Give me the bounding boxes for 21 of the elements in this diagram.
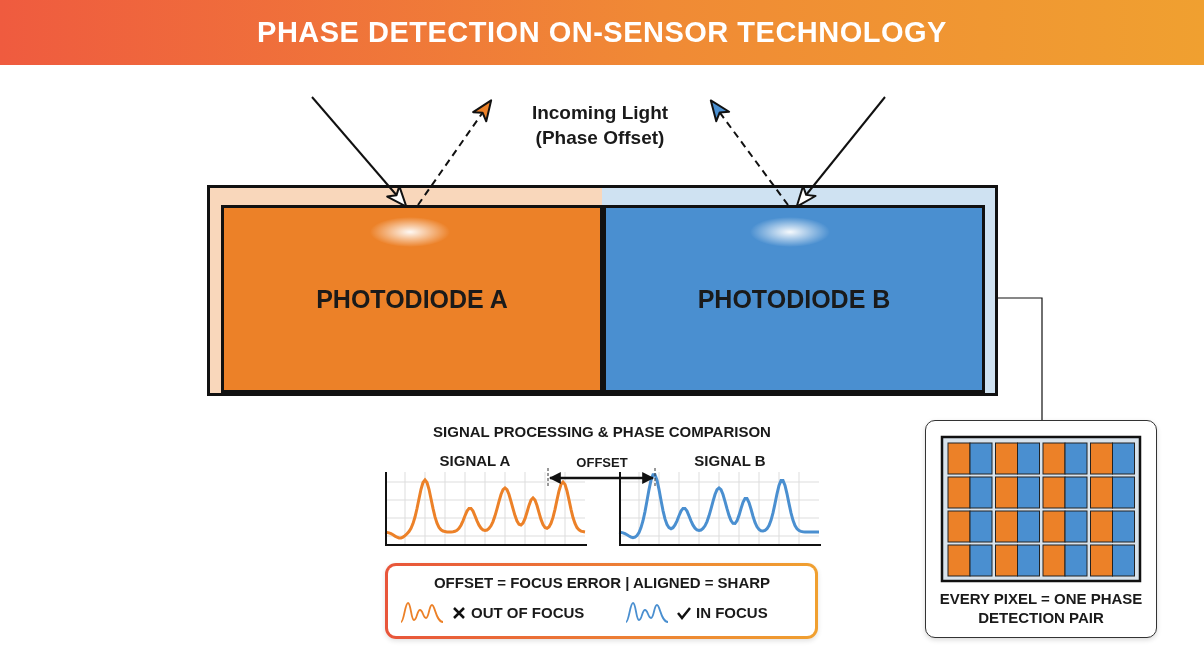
photodiode-panel [221, 205, 603, 393]
light-caption: Incoming Light (Phase Offset) [530, 101, 670, 150]
legend-text: IN FOCUS [696, 604, 768, 621]
photodiode-label: PHOTODIODE B [697, 284, 891, 314]
signal-label: SIGNAL B [693, 452, 767, 469]
reflected-ray-arrow [417, 99, 493, 206]
pixel-frame [207, 185, 998, 396]
leader-line [997, 297, 1043, 421]
legend-text: OUT OF FOCUS [471, 604, 585, 621]
section-heading: SIGNAL PROCESSING & PHASE COMPARISON [432, 423, 772, 440]
title-text: PHASE DETECTION ON-SENSOR TECHNOLOGY [257, 16, 947, 49]
photodiode-label: PHOTODIODE A [316, 284, 508, 314]
card-caption: EVERY PIXEL = ONE PHASE DETECTION PAIR [938, 589, 1144, 627]
photodiode-panel [603, 205, 985, 393]
light-ray-arrow [311, 96, 408, 208]
offset-label: OFFSET [575, 455, 629, 470]
legend-heading: OFFSET = FOCUS ERROR | ALIGNED = SHARP [432, 574, 772, 591]
signal-label: SIGNAL A [438, 452, 512, 469]
reflected-ray-arrow [709, 99, 789, 206]
pixel-pair-card [925, 420, 1157, 638]
light-ray-arrow [795, 96, 886, 208]
